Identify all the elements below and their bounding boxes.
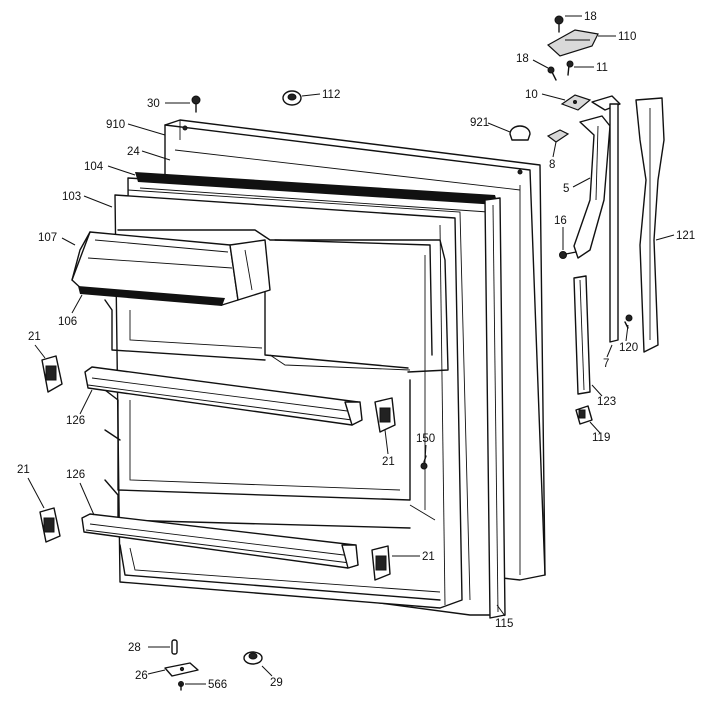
shelf-clip-inner-lower (371, 545, 391, 581)
hinge-10 (560, 94, 592, 111)
label-921: 921 (470, 117, 489, 129)
cap-29 (243, 651, 263, 665)
handle-trim-121 (635, 97, 665, 353)
label-11: 11 (596, 62, 608, 74)
shelf-clip-inner-upper (374, 397, 396, 433)
shelf-clip-left-lower (39, 507, 61, 543)
label-126-upper: 126 (66, 415, 85, 427)
plug-112 (282, 90, 302, 106)
label-7: 7 (603, 358, 609, 370)
screw-120 (624, 314, 633, 329)
bracket-8 (546, 129, 570, 143)
label-104: 104 (84, 161, 104, 173)
label-910: 910 (106, 119, 125, 131)
label-21-left-upper: 21 (28, 331, 41, 343)
label-30: 30 (147, 98, 160, 110)
screw-18-mid (547, 66, 557, 81)
label-103: 103 (62, 191, 81, 203)
label-16: 16 (554, 215, 567, 227)
label-29: 29 (270, 677, 283, 689)
plug-921 (509, 125, 531, 141)
label-26: 26 (135, 670, 148, 682)
label-18-mid: 18 (516, 53, 529, 65)
label-120: 120 (619, 342, 638, 354)
screw-18-top (554, 15, 564, 33)
handle-5 (573, 115, 611, 259)
label-107: 107 (38, 232, 57, 244)
label-24: 24 (127, 146, 140, 158)
label-8: 8 (549, 159, 555, 171)
bracket-26 (164, 662, 199, 677)
hinge-pin-mount (591, 95, 621, 343)
label-106: 106 (58, 316, 77, 328)
label-123: 123 (597, 396, 616, 408)
screw-11 (566, 60, 574, 76)
bar-123 (573, 275, 591, 395)
label-21-inner-lower: 21 (422, 551, 435, 563)
label-110: 110 (618, 31, 636, 43)
label-150: 150 (416, 433, 435, 445)
pin-28 (171, 639, 178, 655)
label-126-lower: 126 (66, 469, 85, 481)
label-121: 121 (676, 230, 695, 242)
label-28: 28 (128, 642, 141, 654)
part-labels: 18 110 18 11 30 112 10 910 921 24 8 104 … (17, 11, 695, 691)
shelf-clip-left-upper (41, 355, 63, 393)
door-shelf-lower (81, 513, 359, 569)
screw-16 (559, 251, 577, 259)
label-112: 112 (322, 89, 340, 101)
label-566: 566 (208, 679, 227, 691)
dairy-compartment-door (71, 231, 271, 306)
label-5: 5 (563, 183, 569, 195)
label-119: 119 (592, 432, 610, 444)
leader-lines (27, 15, 675, 685)
label-21-left-lower: 21 (17, 464, 30, 476)
cap-119 (575, 405, 593, 425)
hinge-cover-110 (546, 29, 599, 57)
label-21-inner-upper: 21 (382, 456, 395, 468)
screw-30 (191, 95, 201, 113)
label-18-top: 18 (584, 11, 597, 23)
label-115: 115 (495, 618, 513, 630)
label-10: 10 (525, 89, 538, 101)
screw-566 (178, 681, 184, 691)
door-shelf-upper (84, 366, 363, 426)
